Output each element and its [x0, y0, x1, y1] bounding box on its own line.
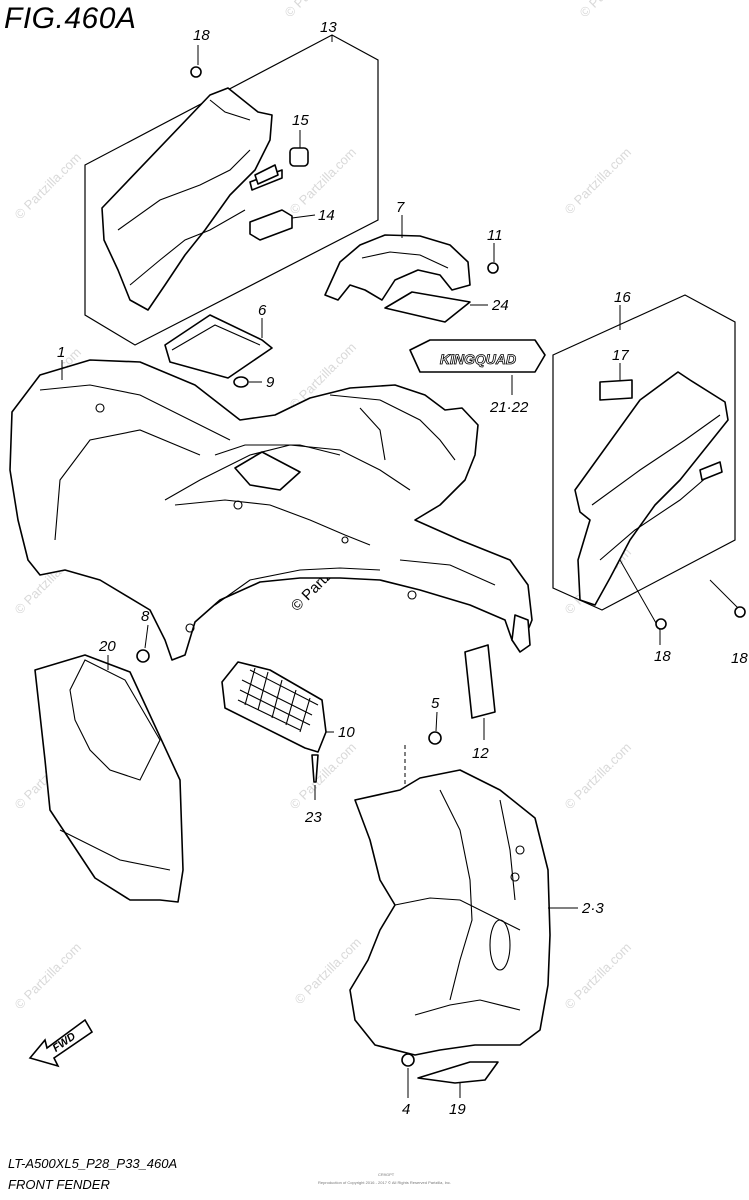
inner-fender-2-3: [349, 769, 578, 1056]
fine-print: Reproduction of Copyright 2016 - 2017 © …: [318, 1180, 452, 1185]
watermark: © Partzilla.com: [562, 940, 635, 1013]
pad-14[interactable]: [249, 209, 293, 241]
watermark: © Partzilla.com: [282, 0, 355, 20]
grommet-9[interactable]: [233, 376, 249, 388]
trim-19[interactable]: [417, 1061, 499, 1084]
screw-18[interactable]: [655, 618, 667, 630]
watermark: © Partzilla.com: [287, 740, 360, 813]
watermark: © Partzilla.com: [12, 940, 85, 1013]
callout-21-22: 21·22: [489, 399, 529, 416]
callout-11: 11: [487, 227, 503, 244]
pad-24[interactable]: [384, 291, 471, 323]
callout-24: 24: [491, 297, 509, 314]
callout-5: 5: [431, 695, 440, 712]
callout-6: 6: [258, 302, 267, 319]
callout-1: 1: [57, 344, 65, 361]
pad-17[interactable]: [599, 379, 633, 401]
grille-10: [221, 661, 334, 800]
watermark: © Partzilla.com: [562, 740, 635, 813]
shield-20-body[interactable]: [34, 654, 184, 903]
callout-15: 15: [292, 112, 309, 129]
callout-19: 19: [449, 1101, 466, 1118]
callout-8: 8: [141, 608, 150, 625]
cover-7[interactable]: [324, 234, 471, 301]
screw-18[interactable]: [190, 66, 202, 78]
watermark: © Partzilla.com: [12, 150, 85, 223]
callout-18-right: 18: [654, 648, 671, 665]
callout-14: 14: [318, 207, 335, 224]
shield-20: [34, 654, 184, 903]
screw-4[interactable]: [401, 1053, 415, 1067]
callout-2-3: 2·3: [581, 900, 604, 917]
grommet-15[interactable]: [289, 147, 309, 167]
watermark: © Partzilla.com: [562, 145, 635, 218]
kingquad-decal[interactable]: [409, 339, 546, 373]
bracket-right-inner[interactable]: [574, 371, 729, 606]
callout-9: 9: [266, 374, 275, 391]
callout-10: 10: [338, 724, 355, 741]
screw-11[interactable]: [487, 262, 499, 274]
callout-16: 16: [614, 289, 631, 306]
part-6-panel: [164, 314, 273, 388]
bracket-left-inner[interactable]: [101, 87, 273, 311]
fwd-arrow: FWD: [28, 1018, 94, 1068]
pad-12[interactable]: [464, 644, 496, 719]
screw-8[interactable]: [136, 649, 150, 663]
model-code: LT-A500XL5_P28_P33_460A: [8, 1156, 178, 1171]
part-7-cover: [324, 215, 499, 323]
front-fender-1: [9, 359, 533, 661]
callout-18-far-right: 18: [731, 650, 748, 667]
callout-17: 17: [612, 347, 629, 364]
screw-23[interactable]: [311, 754, 319, 783]
callout-7: 7: [396, 199, 405, 216]
fender-body[interactable]: [9, 359, 533, 661]
figure-caption: FRONT FENDER: [8, 1177, 110, 1192]
callout-labels: 18 13 15 14 7 11 24 6 9 1 21·22 16 17 18…: [57, 19, 748, 1118]
callout-20: 20: [98, 638, 116, 655]
decal-21-22: KINGQUAD: [409, 339, 546, 395]
callout-18: 18: [193, 27, 210, 44]
decal-text: KINGQUAD: [440, 351, 516, 367]
figure-title: FIG.460A: [4, 2, 137, 35]
callout-13: 13: [320, 19, 337, 36]
callout-4: 4: [402, 1101, 410, 1118]
panel-6[interactable]: [164, 314, 273, 379]
screw-5[interactable]: [428, 731, 442, 745]
part-13-box: [84, 34, 379, 346]
inner-fender-body[interactable]: [349, 769, 551, 1056]
callout-23: 23: [304, 809, 322, 826]
callout-12: 12: [472, 745, 489, 762]
part-16-box: [552, 294, 746, 645]
screw-18[interactable]: [734, 606, 746, 618]
fine-print-code: CR9GPT: [378, 1172, 395, 1177]
watermark: © Partzilla.com: [577, 0, 650, 20]
